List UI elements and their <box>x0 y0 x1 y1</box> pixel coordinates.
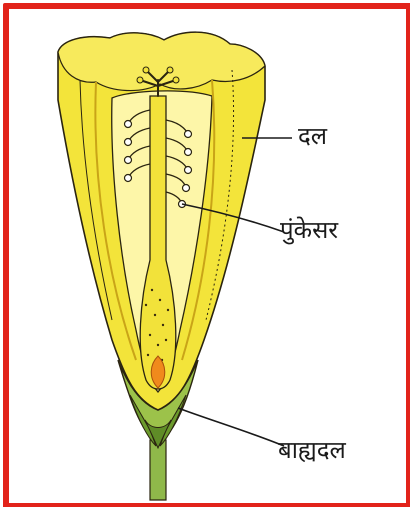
petal-label: दल <box>298 124 327 148</box>
sepal-label: बाह्यदल <box>278 438 346 462</box>
sepal-leader-line <box>178 408 284 446</box>
stamen-label: पुंकेसर <box>280 218 338 242</box>
